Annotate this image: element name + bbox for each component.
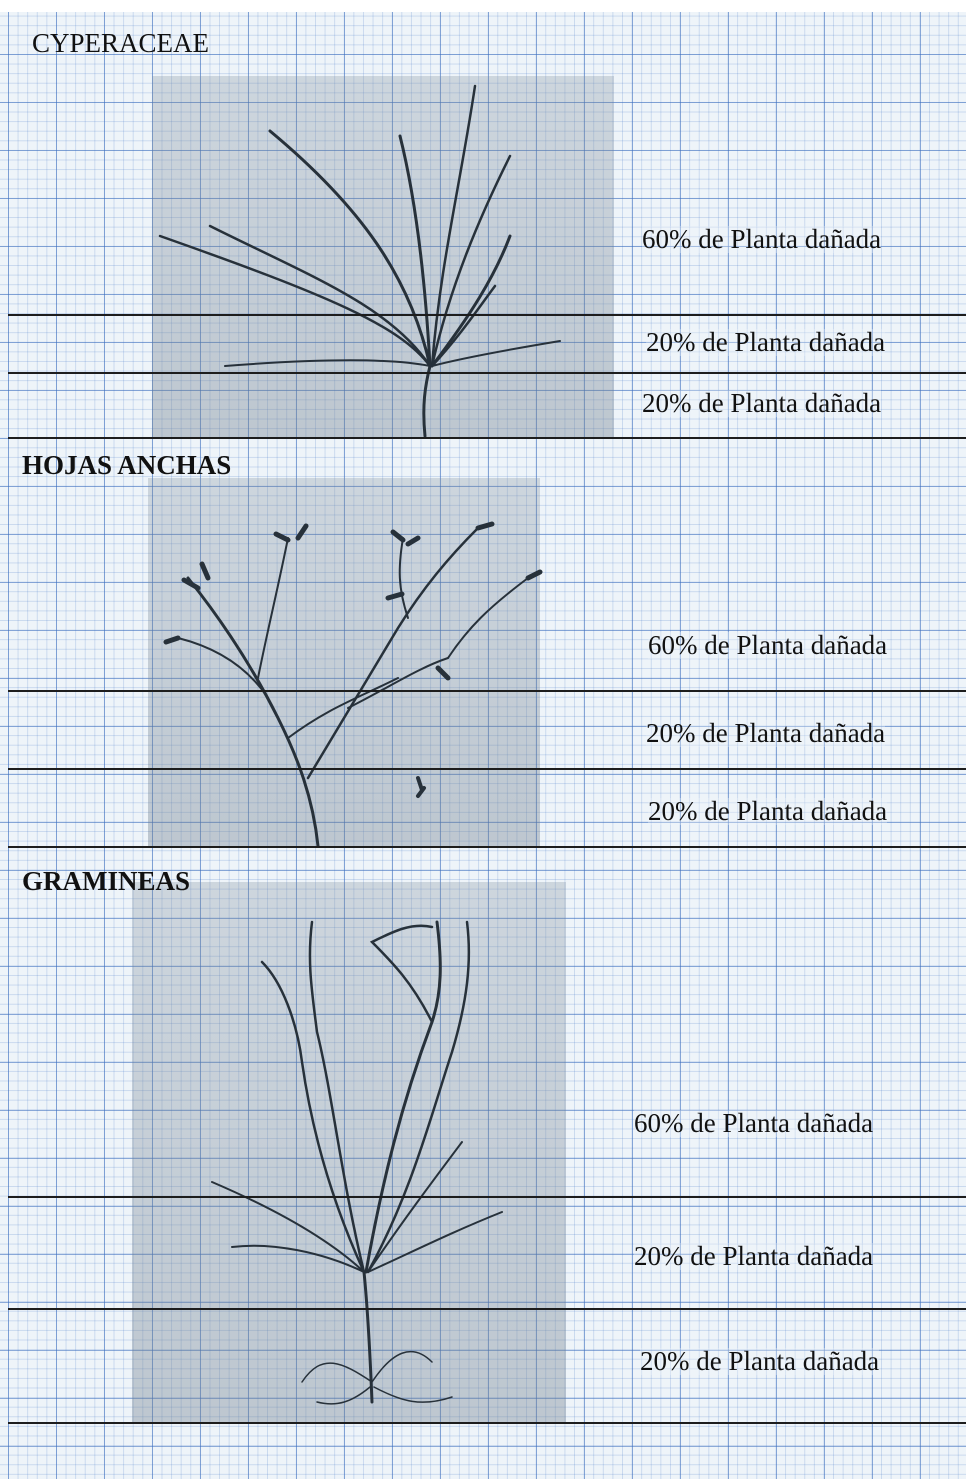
damage-zone-divider [8,1308,966,1310]
damage-zone-divider [8,768,966,770]
damage-label-20-middle: 20% de Planta dañada [634,1243,873,1270]
damage-label-60: 60% de Planta dañada [642,226,881,253]
section-divider [8,846,966,848]
section-divider [8,437,966,439]
section-divider [8,1422,966,1424]
hojas-anchas-plant-illustration [148,478,568,848]
damage-label-20-base: 20% de Planta dañada [640,1348,879,1375]
damage-zone-divider [8,314,966,316]
damage-label-20-middle: 20% de Planta dañada [646,720,885,747]
damage-label-20-middle: 20% de Planta dañada [646,329,885,356]
section-title-cyperaceae: CYPERACEAE [32,30,209,57]
damage-label-60: 60% de Planta dañada [648,632,887,659]
cyperaceae-plant-illustration [150,76,620,438]
page-top-strip [0,0,966,12]
damage-label-60: 60% de Planta dañada [634,1110,873,1137]
section-title-gramineas: GRAMINEAS [22,868,190,895]
section-title-hojas-anchas: HOJAS ANCHAS [22,452,231,479]
damage-zone-divider [8,372,966,374]
damage-zone-divider [8,1196,966,1198]
damage-label-20-base: 20% de Planta dañada [648,798,887,825]
damage-zone-divider [8,690,966,692]
gramineas-plant-illustration [132,882,572,1422]
damage-label-20-base: 20% de Planta dañada [642,390,881,417]
